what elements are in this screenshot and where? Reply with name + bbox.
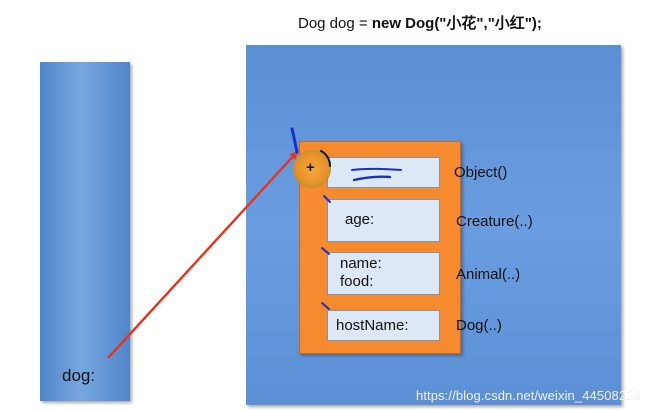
creature-constructor-label: Creature(..) [456, 213, 533, 230]
object-constructor-label: Object() [454, 164, 508, 181]
code-title-args: ("小花","小红"); [434, 15, 542, 32]
object-part [327, 157, 440, 188]
dog-constructor-label: Dog(..) [456, 317, 502, 334]
code-title: Dog dog = new Dog("小花","小红"); [298, 12, 542, 33]
pointer-plus-symbol: + [306, 159, 315, 176]
code-title-prefix: Dog dog = [298, 15, 372, 32]
animal-part-fields: name: food: [340, 255, 382, 290]
stack-memory [40, 62, 130, 401]
dog-part-fields: hostName: [336, 317, 409, 334]
animal-part: name: food: [327, 252, 440, 295]
code-title-keyword: new Dog [371, 15, 435, 32]
stack-variable-label: dog: [62, 366, 96, 385]
watermark-url: https://blog.csdn.net/weixin_44508223 [416, 388, 641, 403]
creature-part: age: [327, 199, 440, 242]
animal-constructor-label: Animal(..) [456, 266, 521, 283]
creature-part-fields: age: [345, 211, 375, 228]
dog-part: hostName: [327, 310, 440, 341]
